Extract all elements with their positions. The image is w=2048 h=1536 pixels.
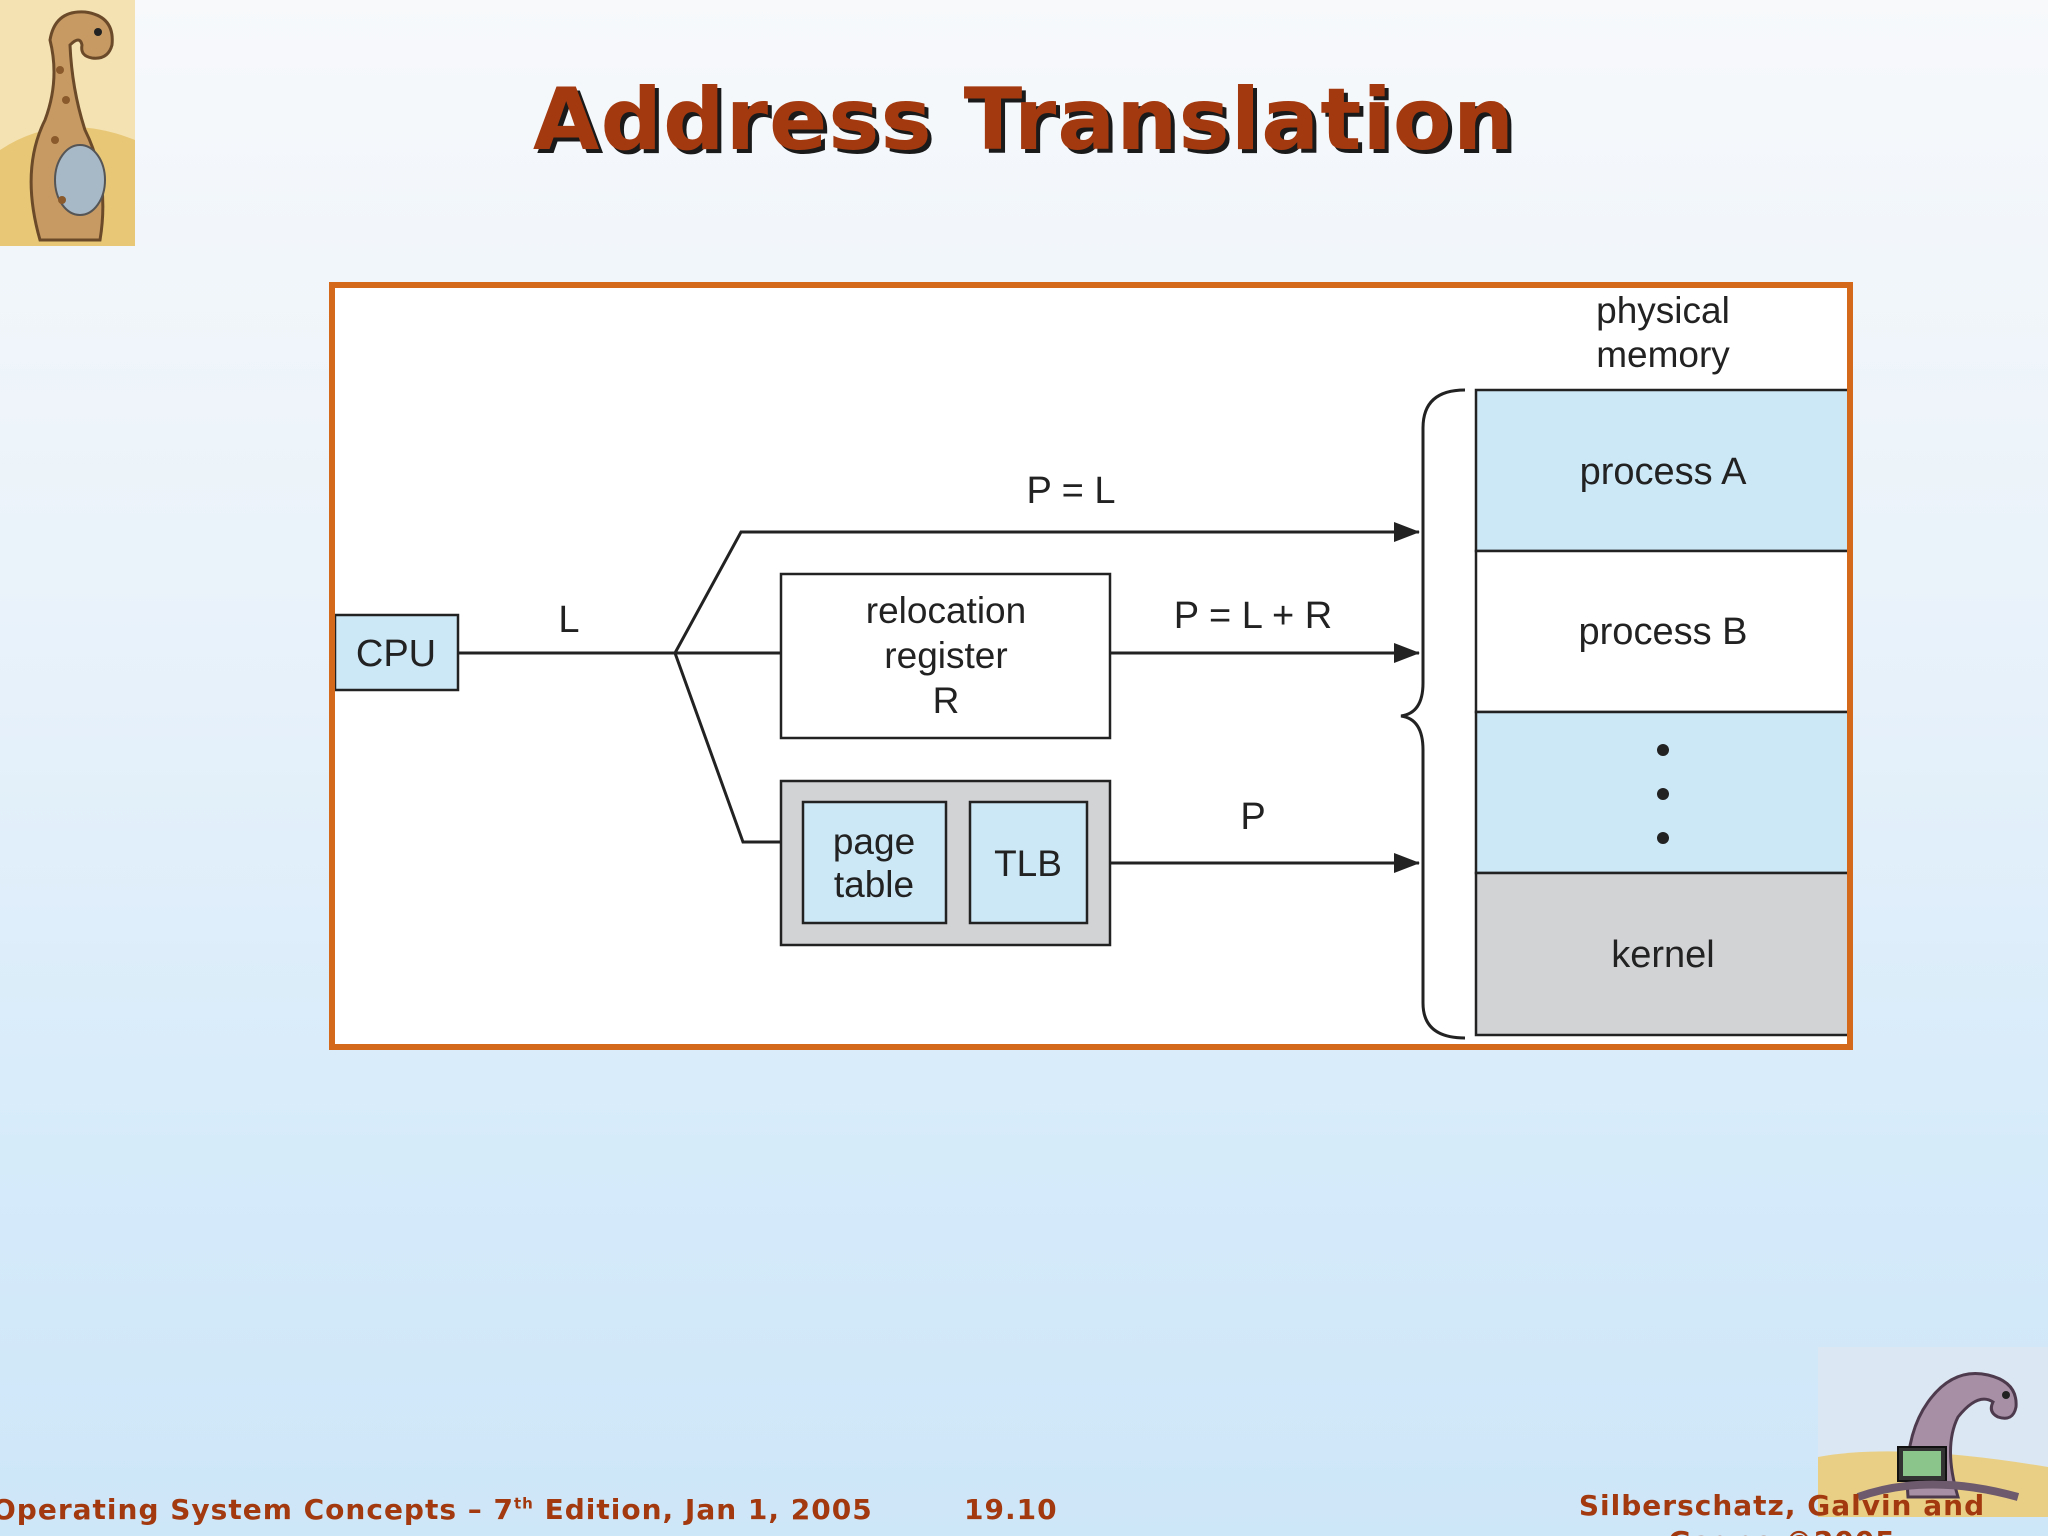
footer-course-prefix: Operating System Concepts – 7 [0,1493,515,1526]
paging-path-label: P [1240,796,1265,838]
slide-title: Address Translation [532,70,1516,170]
page-table-box: page table [801,800,948,925]
relocation-line-1: relocation [866,590,1026,631]
relocation-register-box: relocation register R [779,572,1112,740]
physical-memory-line-2: memory [1596,334,1730,375]
physical-memory-line-1: physical [1596,290,1730,331]
mmu-box: page table TLB [779,779,1112,947]
cpu-label: CPU [356,633,436,675]
memory-block-process-a: process A [1474,388,1847,553]
process-a-label: process A [1580,451,1748,493]
ellipsis-dot [1657,744,1669,756]
direct-path-label: P = L [1026,470,1115,512]
relocation-path-label: P = L + R [1174,595,1332,637]
memory-block-kernel: kernel [1474,871,1847,1037]
memory-brace [1400,388,1466,1040]
l-label: L [558,599,579,641]
tlb-box: TLB [968,800,1089,925]
memory-block-process-b: process B [1474,549,1847,714]
direct-path-line [673,522,1420,654]
dinosaur-icon [0,0,135,246]
paging-input-line [673,652,781,844]
address-translation-diagram: CPU L P = L P = L + R P relocation regis… [329,282,1853,1050]
page-table-line-2: table [834,864,914,905]
dinosaur-laptop-icon [1818,1347,2048,1517]
relocation-line-2: register [884,635,1007,676]
footer-course: Operating System Concepts – 7th Edition,… [0,1493,873,1526]
ellipsis-dot [1657,788,1669,800]
footer-page-number: 19.10 [964,1493,1058,1526]
footer-authors: Silberschatz, Galvin and Gagne ©2005 [1578,1489,1986,1536]
tlb-label: TLB [994,843,1062,884]
page-table-line-1: page [833,821,915,862]
process-b-label: process B [1579,611,1748,653]
footer-course-sup: th [514,1494,534,1513]
ellipsis-dot [1657,832,1669,844]
physical-memory-stack: process A process B kernel [1474,388,1847,1037]
footer-course-suffix: Edition, Jan 1, 2005 [533,1493,873,1526]
relocation-line-3: R [933,680,960,721]
kernel-label: kernel [1611,934,1715,976]
cpu-box: CPU [335,613,460,692]
memory-block-ellipsis [1474,710,1847,875]
